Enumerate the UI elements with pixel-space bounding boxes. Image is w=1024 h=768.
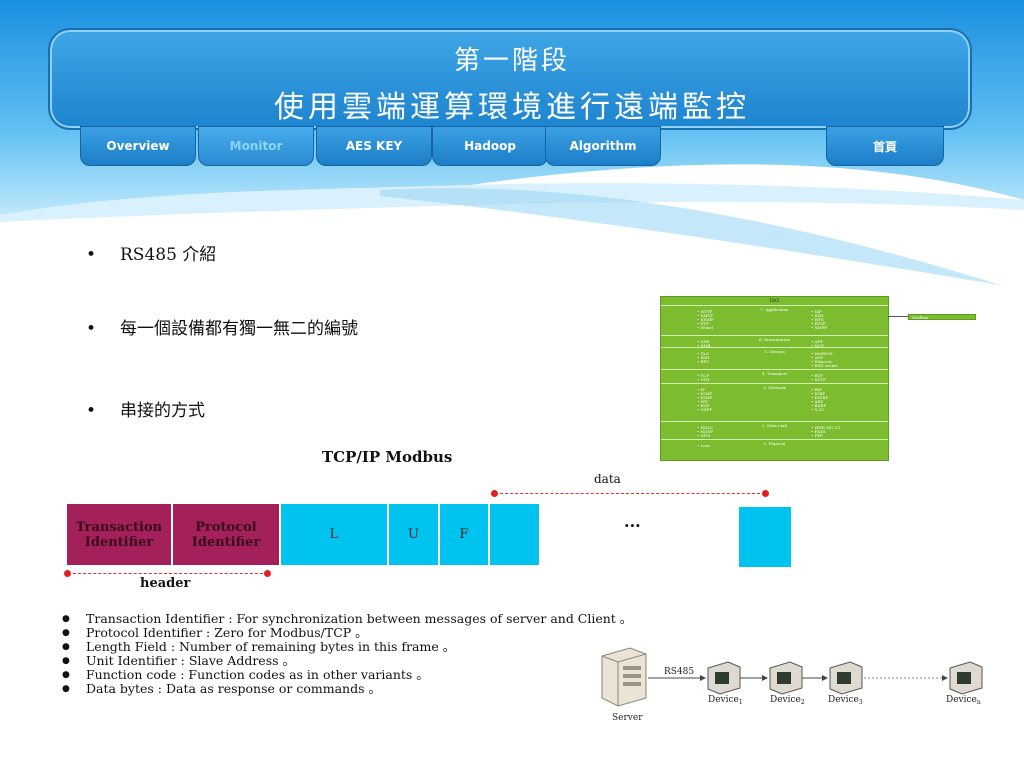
header-label: header [140,576,191,591]
rs485-network-diagram: Server RS485 Device1 Device2 Device3 Dev… [601,647,983,723]
definition-text: Transaction Identifier : For synchroniza… [86,611,633,626]
cell-length: L [280,503,388,566]
bullet-connection: •串接的方式 [86,401,205,421]
osi-layer-row: 5. Session • TLS• SSH• RPC • NetBIOS• ASP•… [661,347,888,370]
osi-pointer-line [888,316,910,317]
rs485-link-label: RS485 [664,667,694,677]
tab-aes-key[interactable]: AES KEY [316,126,432,166]
bullet-rs485: •RS485 介紹 [86,245,217,265]
cell-data-first [489,503,540,566]
osi-protocols-left: • Lora [697,443,710,448]
bullet-text: 串接的方式 [120,401,205,421]
osi-layer-name: 2. Data Link [762,423,787,428]
cell-data-last [738,506,792,568]
osi-protocols-right: • SIP• SSH• NFS• RTSP• XMPP [811,309,827,330]
header-span-line [68,573,268,574]
data-start-dot [491,490,498,497]
field-definitions: ●Transaction Identifier : For synchroniz… [62,612,632,696]
definition-item: ●Data bytes : Data as response or comman… [62,681,381,696]
device-label-n: Devicen [946,695,981,706]
page-title-line2: 使用雲端運算環境進行遠端監控 [274,90,750,125]
ellipsis-label: ... [624,512,641,531]
device-icon [707,661,741,695]
data-end-dot [762,490,769,497]
osi-model-figure: ISO 7. Application • HTTP• SMTP• SNMP• FT… [660,296,889,461]
osi-protocols-right: • AFP• NCP [811,339,824,348]
bullet-unique-id: •每一個設備都有獨一無二的編號 [86,319,358,339]
device-icon [829,661,863,695]
osi-layer-row: 3. Network • IP• ICMP• IGMP• IPX• BGP• OS… [661,383,888,422]
definition-item: ●Function code : Function codes as in ot… [62,667,429,682]
header-start-dot [64,570,71,577]
osi-protocols-left: • TCP• UDP [697,373,710,382]
device-icon [949,661,983,695]
osi-layer-row: 1. Physical • Lora [661,439,888,456]
cell-transaction-identifier: Transaction Identifier [66,503,172,566]
osi-protocols-right: • IEEE 802.11• FDDI• PPP [811,425,841,438]
title-banner [48,28,972,130]
device-label-2: Device2 [770,695,805,706]
definition-text: Data bytes : Data as response or command… [86,681,381,696]
server-icon [601,647,647,707]
frame-title: TCP/IP Modbus [322,448,453,466]
data-label: data [594,472,621,486]
osi-protocols-right: • RTP• SCTP [811,373,826,382]
definition-item: ●Transaction Identifier : For synchroniz… [62,611,633,626]
osi-layer-name: 7. Application [760,307,789,312]
osi-layer-name: 6. Presentation [759,337,790,342]
osi-layer-name: 1. Physical [763,441,786,446]
device-icon [769,661,803,695]
device-label-1: Device1 [708,695,743,706]
definition-text: Protocol Identifier : Zero for Modbus/TC… [86,625,368,640]
tab-overview[interactable]: Overview [80,126,196,166]
osi-title: ISO [769,298,780,304]
tab-hadoop[interactable]: Hadoop [432,126,548,166]
cell-protocol-identifier: Protocol Identifier [172,503,280,566]
osi-layer-row: 6. Presentation • XDR• SMB • AFP• NCP [661,335,888,348]
osi-layer-name: 5. Session [764,349,785,354]
osi-protocols-left: • XDR• SMB [697,339,711,348]
osi-layer-row: 2. Data Link • HDLC• HDSP• ATM • IEEE 802.… [661,421,888,440]
cell-function: F [439,503,489,566]
osi-layer-row: 7. Application • HTTP• SMTP• SNMP• FTP• T… [661,305,888,336]
osi-layer-name: 3. Network [763,385,786,390]
osi-pointer-label: Modbus [908,314,976,320]
server-label: Server [612,713,643,723]
osi-protocols-right: • NetBIOS• ASP• Winsock• BSD socket [811,351,838,368]
tab-monitor[interactable]: Monitor [198,126,314,166]
definition-text: Length Field : Number of remaining bytes… [86,639,456,654]
bullet-text: 每一個設備都有獨一無二的編號 [120,319,358,339]
home-button[interactable]: 首頁 [826,126,944,166]
device-label-3: Device3 [828,695,863,706]
osi-protocols-left: • IP• ICMP• IGMP• IPX• BGP• OSPF [697,387,713,412]
data-span-line [495,493,765,494]
page-title-line1: 第一階段 [453,46,570,76]
definition-text: Unit Identifier : Slave Address 。 [86,653,296,668]
bullet-text: RS485 介紹 [120,245,217,265]
tab-algorithm[interactable]: Algorithm [545,126,661,166]
osi-protocols-left: • TLS• SSH• RPC [697,351,710,364]
osi-protocols-left: • HTTP• SMTP• SNMP• FTP• Telnet [697,309,714,330]
definition-item: ●Unit Identifier : Slave Address 。 [62,653,296,668]
definition-item: ●Protocol Identifier : Zero for Modbus/T… [62,625,368,640]
osi-layer-row: 4. Transport • TCP• UDP • RTP• SCTP [661,369,888,384]
osi-layer-name: 4. Transport [761,371,788,376]
osi-protocols-left: • HDLC• HDSP• ATM [697,425,714,438]
definition-item: ●Length Field : Number of remaining byte… [62,639,456,654]
definition-text: Function code : Function codes as in oth… [86,667,429,682]
cell-unit: U [388,503,439,566]
header-end-dot [264,570,271,577]
osi-protocols-right: • RIP• IGRP• EIGRP• ARP• RARP• X.25 [811,387,829,412]
